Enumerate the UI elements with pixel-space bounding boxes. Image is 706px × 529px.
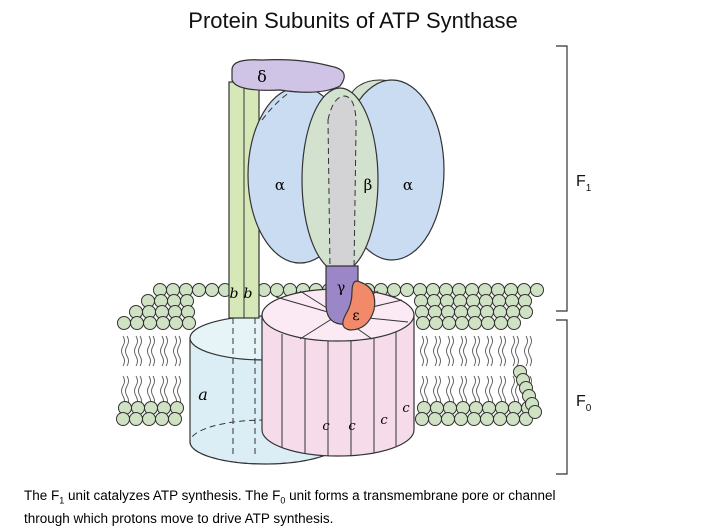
- lipid-head: [481, 316, 495, 330]
- lipid-tail: [472, 335, 480, 367]
- caption-text-line2: through which protons move to drive ATP …: [24, 510, 334, 526]
- f0-label: F0: [576, 393, 592, 414]
- lipid-head: [455, 316, 469, 330]
- lipid-head: [387, 283, 401, 297]
- lipid-head: [182, 316, 196, 330]
- lipid-head: [467, 412, 481, 426]
- lipid-head: [416, 316, 430, 330]
- lipid-tail: [498, 375, 506, 407]
- lipid-tails-upper: [121, 335, 532, 367]
- caption-text: The F: [24, 488, 60, 503]
- lipid-head: [415, 412, 429, 426]
- lipid-head: [454, 412, 468, 426]
- lipid-head: [442, 316, 456, 330]
- f0-bracket: [556, 319, 568, 475]
- atp-synthase-diagram: δ α β α γ ε b b a c c c c F1 F0: [116, 45, 592, 475]
- c-label-1: c: [322, 419, 330, 434]
- lipid-tail: [173, 375, 181, 407]
- lipid-head: [205, 283, 219, 297]
- lipid-tail: [147, 375, 155, 407]
- a-label: a: [198, 385, 208, 404]
- lipid-tail: [498, 335, 506, 367]
- lipid-head: [528, 405, 542, 419]
- lipid-head: [507, 316, 521, 330]
- lipid-tails-lower: [121, 375, 532, 407]
- lipid-head: [192, 283, 206, 297]
- gamma-label: γ: [337, 280, 345, 296]
- lipid-heads-bottom: [116, 365, 542, 426]
- lipid-tail: [485, 375, 493, 407]
- lipid-tail: [459, 335, 467, 367]
- beta-label: β: [364, 176, 373, 194]
- lipid-tail: [121, 335, 129, 367]
- f1-head: [247, 79, 445, 273]
- lipid-head: [530, 283, 544, 297]
- page-title: Protein Subunits of ATP Synthase: [188, 8, 518, 33]
- lipid-tail: [147, 335, 155, 367]
- delta-label: δ: [257, 67, 267, 86]
- b-label: b: [230, 286, 239, 302]
- lipid-tail: [134, 335, 142, 367]
- lipid-tail: [134, 375, 142, 407]
- lipid-head: [506, 412, 520, 426]
- alpha-left-label: α: [275, 176, 285, 194]
- lipid-head: [429, 316, 443, 330]
- lipid-head: [480, 412, 494, 426]
- f1-bracket: [556, 45, 568, 312]
- lipid-head: [441, 412, 455, 426]
- lipid-tail: [433, 335, 441, 367]
- lipid-head: [494, 316, 508, 330]
- lipid-head: [400, 283, 414, 297]
- lipid-tail: [511, 335, 519, 367]
- lipid-head: [270, 283, 284, 297]
- membrane-bilayer: [116, 283, 544, 426]
- lipid-head: [468, 316, 482, 330]
- c-label-2: c: [348, 419, 356, 434]
- caption-sub-1: 1: [59, 495, 65, 506]
- lipid-head: [519, 305, 533, 319]
- lipid-head: [155, 412, 169, 426]
- lipid-tail: [160, 335, 168, 367]
- lipid-tail: [524, 335, 532, 367]
- lipid-head: [428, 412, 442, 426]
- caption-text: unit catalyzes ATP synthesis. The F: [64, 488, 281, 503]
- lipid-tail: [485, 335, 493, 367]
- lipid-head: [130, 316, 144, 330]
- caption-text: unit forms a transmembrane pore or chann…: [285, 488, 556, 503]
- lipid-tail: [173, 335, 181, 367]
- lipid-head: [169, 316, 183, 330]
- lipid-head: [143, 316, 157, 330]
- lipid-tail: [459, 375, 467, 407]
- lipid-head: [129, 412, 143, 426]
- lipid-tail: [446, 375, 454, 407]
- f1-label: F1: [576, 173, 592, 194]
- gamma-shaft: [327, 95, 357, 271]
- lipid-head: [117, 316, 131, 330]
- c-label-3: c: [380, 413, 388, 428]
- alpha-right-label: α: [403, 176, 413, 194]
- lipid-head: [168, 412, 182, 426]
- lipid-tail: [433, 375, 441, 407]
- b-label-2: b: [244, 286, 253, 302]
- lipid-head: [116, 412, 130, 426]
- lipid-head: [493, 412, 507, 426]
- lipid-tail: [160, 375, 168, 407]
- epsilon-label: ε: [352, 308, 359, 324]
- lipid-tail: [472, 375, 480, 407]
- lipid-head: [156, 316, 170, 330]
- lipid-tail: [420, 335, 428, 367]
- lipid-tail: [446, 335, 454, 367]
- lipid-head: [142, 412, 156, 426]
- caption-sub-0: 0: [280, 495, 286, 506]
- c-label-4: c: [402, 401, 410, 416]
- delta-subunit: [231, 59, 345, 93]
- lipid-tail: [420, 375, 428, 407]
- caption: The F1 unit catalyzes ATP synthesis. The…: [24, 487, 694, 527]
- epsilon-subunit: [342, 280, 376, 331]
- lipid-tail: [121, 375, 129, 407]
